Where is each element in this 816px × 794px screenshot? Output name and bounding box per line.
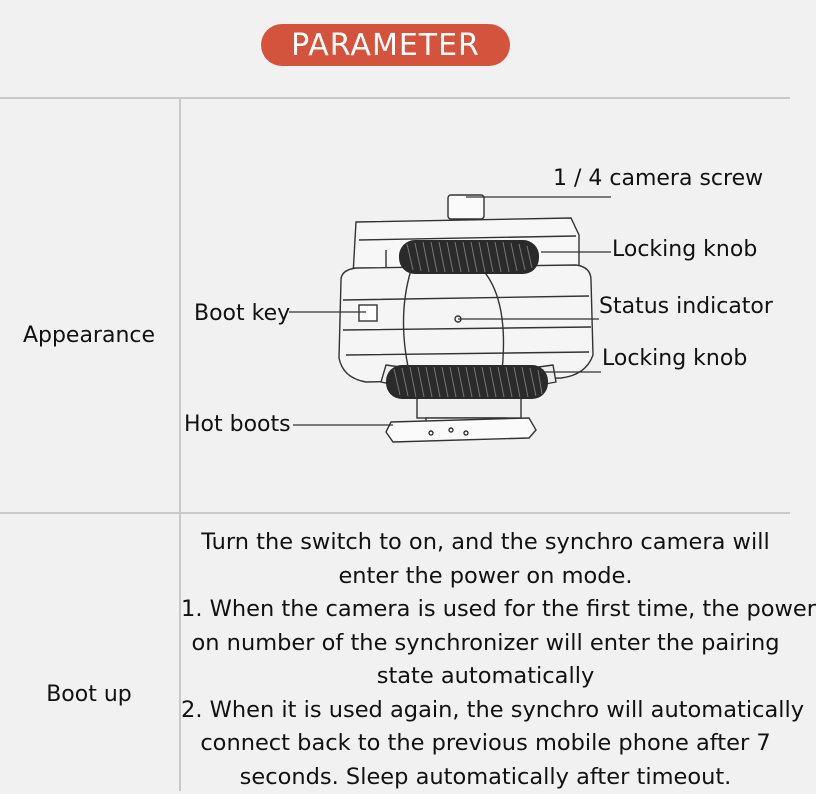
table-top-border — [0, 97, 790, 99]
callout-camera-screw: 1 / 4 camera screw — [553, 166, 763, 191]
boot-up-line: seconds. Sleep automatically after timeo… — [181, 761, 790, 794]
boot-up-description: Turn the switch to on, and the synchro c… — [181, 526, 790, 794]
boot-up-line: enter the power on mode. — [181, 560, 790, 594]
header: PARAMETER — [0, 0, 790, 98]
callout-hot-boots: Hot boots — [184, 412, 291, 437]
device-diagram: 1 / 4 camera screw Locking knob Status i… — [181, 100, 790, 512]
boot-up-line: 2. When it is used again, the synchro wi… — [181, 694, 790, 728]
boot-up-label: Boot up — [0, 682, 178, 707]
boot-up-line: 1. When the camera is used for the first… — [181, 593, 790, 627]
row-divider — [0, 512, 790, 514]
callout-locking-knob-top: Locking knob — [612, 237, 757, 262]
boot-up-line: state automatically — [181, 660, 790, 694]
callout-boot-key: Boot key — [194, 301, 290, 326]
appearance-label: Appearance — [0, 323, 178, 348]
callout-locking-knob-bottom: Locking knob — [602, 346, 747, 371]
top-knob — [399, 240, 539, 274]
bottom-knob — [386, 365, 548, 399]
parameter-badge: PARAMETER — [261, 24, 510, 66]
boot-up-line: Turn the switch to on, and the synchro c… — [181, 526, 790, 560]
callout-status-indicator: Status indicator — [599, 294, 773, 319]
boot-up-line: connect back to the previous mobile phon… — [181, 727, 790, 761]
boot-up-line: on number of the synchronizer will enter… — [181, 627, 790, 661]
